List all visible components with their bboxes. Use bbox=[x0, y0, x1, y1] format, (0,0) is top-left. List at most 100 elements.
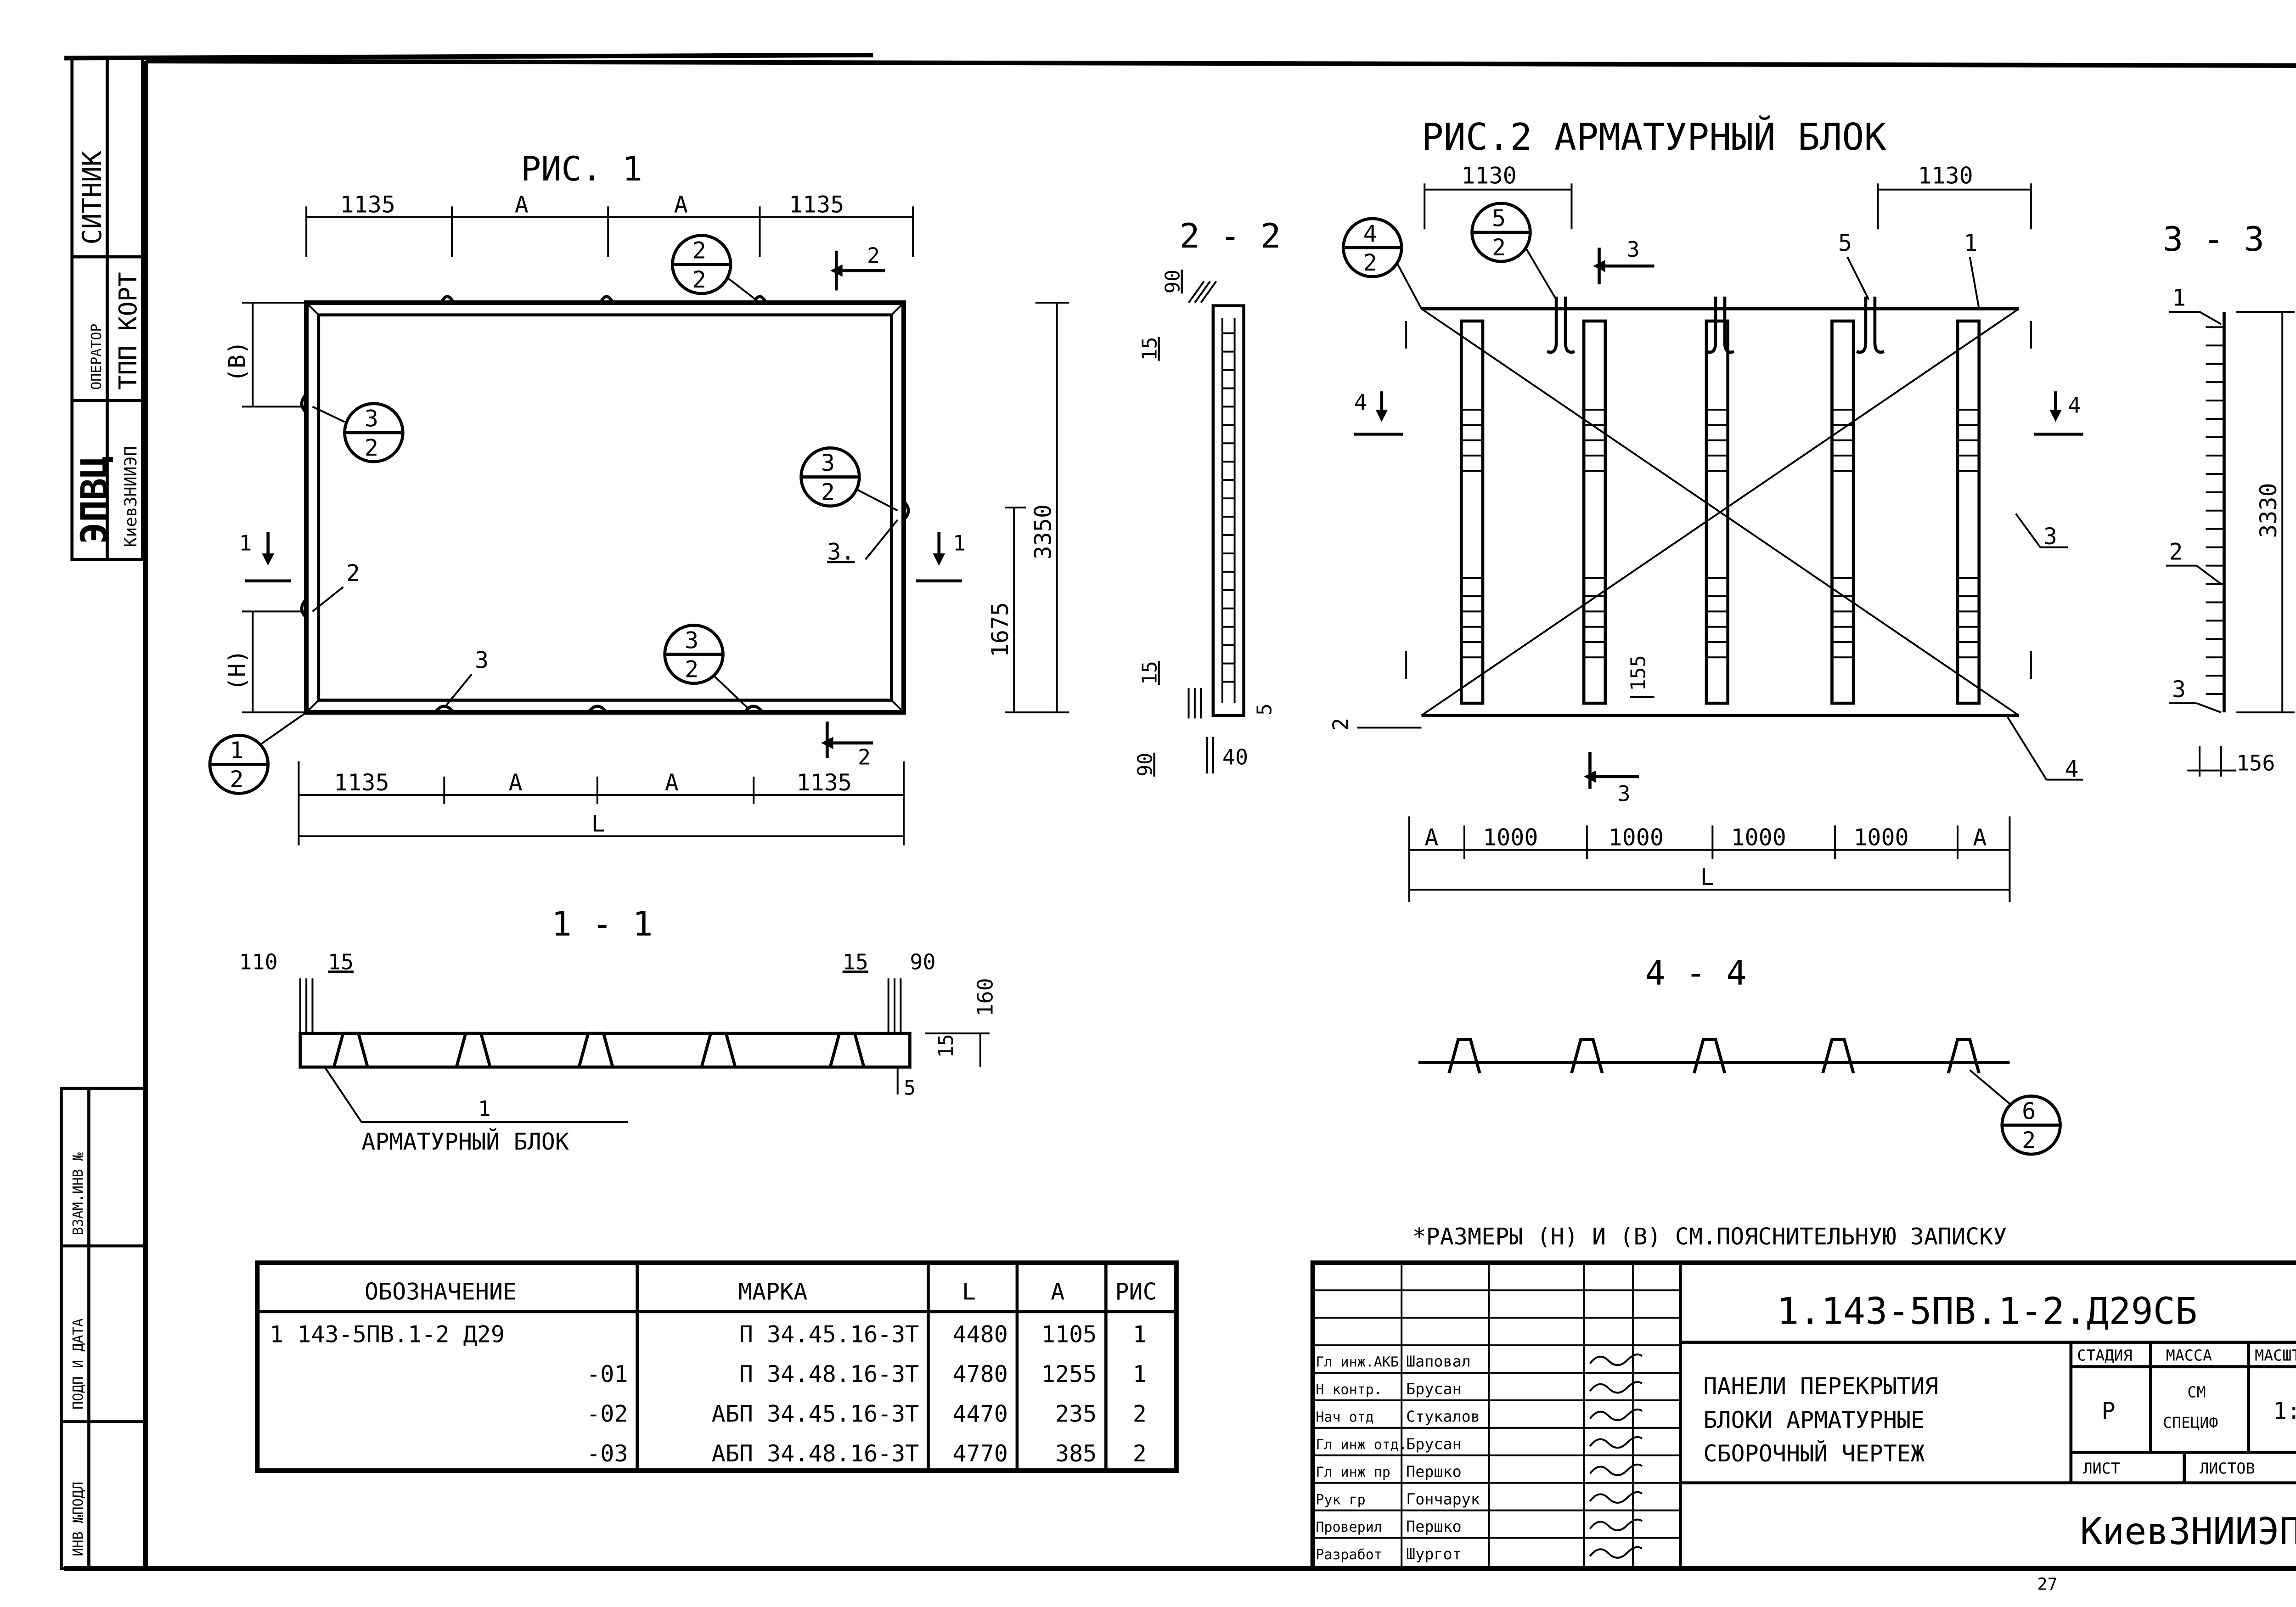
spec-cell-r3-c4: 2 bbox=[1133, 1440, 1147, 1467]
spec-cell-r3-c0: -03 bbox=[586, 1440, 628, 1467]
fig1-callout-3-2-right: 3 2 bbox=[799, 446, 898, 512]
stamp-podp-data: ПОДП И ДАТА bbox=[70, 1319, 86, 1410]
section-2-2: 2 - 2 90 15 15 90 5 40 bbox=[1134, 217, 1281, 777]
svg-text:3: 3 bbox=[365, 406, 378, 432]
fig1-right-dim-1675: 1675 bbox=[987, 602, 1013, 657]
stamp-sitnik: СИТНИК bbox=[77, 151, 107, 244]
spec-header-mark: МАРКА bbox=[738, 1278, 808, 1305]
fig2-bottom-dim-1000b: 1000 bbox=[1609, 824, 1664, 851]
sect11-dim-15b: 15 bbox=[843, 950, 868, 975]
svg-text:2: 2 bbox=[2022, 1127, 2036, 1154]
svg-text:2: 2 bbox=[692, 237, 706, 264]
svg-text:2: 2 bbox=[1492, 234, 1506, 261]
sect22-dim-15a: 15 bbox=[1138, 337, 1161, 361]
spec-header-designation: ОБОЗНАЧЕНИЕ bbox=[365, 1278, 517, 1305]
fig1-bottom-dim-2: А bbox=[508, 769, 522, 796]
signature-scribble bbox=[1589, 1491, 1643, 1504]
sect44-callout-6-2: 6 2 bbox=[1969, 1069, 2062, 1156]
spec-header-fig: РИС bbox=[1115, 1278, 1156, 1305]
signature-role: Гл инж.АКБ bbox=[1316, 1354, 1399, 1370]
svg-text:2: 2 bbox=[365, 434, 378, 461]
fig2-callout-5-2: 5 2 bbox=[1470, 202, 1557, 300]
signature-scribble bbox=[1589, 1381, 1643, 1394]
sect22-dim-90b: 90 bbox=[1134, 753, 1157, 777]
fig2-label-1: 1 bbox=[1964, 230, 1977, 256]
sect11-dim-15a: 15 bbox=[328, 950, 354, 975]
signature-scribble bbox=[1589, 1463, 1643, 1477]
signature-role: Гл инж отд. bbox=[1316, 1437, 1407, 1453]
fig1: РИС. 1 1135 А А 1135 3350 1675 bbox=[208, 150, 1069, 846]
fig1-overall-dim: L bbox=[591, 811, 605, 837]
fig1-sect-mark-2-bottom: 2 bbox=[858, 745, 871, 770]
page-number: 27 bbox=[2037, 1574, 2058, 1594]
fig1-callout-2-2: 2 2 bbox=[671, 234, 760, 304]
fig2-label-155: 155 bbox=[1627, 655, 1650, 691]
signature-name: Брусан bbox=[1406, 1435, 1461, 1453]
svg-text:5: 5 bbox=[1492, 205, 1506, 232]
doc-title-line-3: СБОРОЧНЫЙ ЧЕРТЕЖ bbox=[1703, 1440, 1925, 1467]
fig2-bottom-dim-1000a: 1000 bbox=[1483, 824, 1538, 851]
signature-role: Нач отд bbox=[1316, 1410, 1373, 1426]
sect11-dim-90: 90 bbox=[910, 950, 935, 975]
fig1-label-3: 3 bbox=[475, 647, 489, 674]
fig2-sect-mark-4-right: 4 bbox=[2068, 394, 2081, 418]
signature-scribble bbox=[1589, 1546, 1643, 1559]
sheets-label: ЛИСТОВ bbox=[2200, 1460, 2255, 1477]
spec-cell-r3-c1: АБП 34.48.16-3Т bbox=[712, 1440, 919, 1467]
fig1-callout-3-2-bottom: 3 2 bbox=[663, 624, 748, 709]
stage-value: Р bbox=[2102, 1398, 2116, 1424]
signature-name: Шургот bbox=[1406, 1545, 1461, 1563]
signature-role: Разработ bbox=[1316, 1547, 1382, 1563]
stamp-tpp-kort: ТПП КОРТ bbox=[114, 272, 142, 389]
fig1-callout-3-2-left: 3 2 bbox=[312, 402, 405, 463]
fig1-left-dim-h: (Н) bbox=[224, 649, 251, 691]
section-2-2-title: 2 - 2 bbox=[1180, 217, 1281, 256]
section-4-4-title: 4 - 4 bbox=[1645, 954, 1747, 993]
side-stamp-top: СИТНИК ОПЕРАТОР ТПП КОРТ ЭПВЦ КиевЗНИИЭП bbox=[70, 56, 144, 561]
sect11-dim-15c: 15 bbox=[935, 1034, 958, 1058]
svg-text:2: 2 bbox=[685, 656, 698, 683]
svg-text:3: 3 bbox=[821, 450, 835, 476]
fig1-callout-1-2: 1 2 bbox=[208, 711, 307, 795]
section-4-4: 4 - 4 6 2 bbox=[1418, 954, 2062, 1156]
stamp-inv-podl: ИНВ №ПОДЛ bbox=[70, 1482, 86, 1556]
spec-header-a: А bbox=[1051, 1278, 1064, 1305]
doc-title-line-1: ПАНЕЛИ ПЕРЕКРЫТИЯ bbox=[1703, 1373, 1938, 1400]
signature-scribble bbox=[1589, 1436, 1643, 1449]
sect33-label-3: 3 bbox=[2172, 676, 2186, 703]
fig2-bottom-dim-a2: А bbox=[1973, 824, 1986, 851]
sect11-dim-160: 160 bbox=[973, 978, 998, 1016]
fig1-label-3dot: 3. bbox=[827, 538, 855, 565]
fig1-bottom-dim-3: А bbox=[665, 769, 679, 796]
sect33-dim-156: 156 bbox=[2236, 751, 2275, 776]
side-stamp-bottom: ВЗАМ.ИНВ № ПОДП И ДАТА ИНВ №ПОДЛ bbox=[60, 1087, 147, 1570]
spec-cell-r2-c4: 2 bbox=[1133, 1401, 1147, 1427]
fig1-sect-mark-2-top: 2 bbox=[867, 244, 880, 269]
spec-cell-r3-c3: 385 bbox=[1055, 1440, 1097, 1467]
spec-cell-r1-c2: 4780 bbox=[952, 1361, 1007, 1387]
spec-cell-r1-c4: 1 bbox=[1133, 1361, 1147, 1387]
doc-code: 1.143-5ПВ.1-2.Д29СБ bbox=[1777, 1290, 2197, 1333]
spec-header-l: L bbox=[962, 1278, 976, 1305]
fig2-overall-dim: L bbox=[1700, 864, 1714, 891]
sect11-caption: АРМАТУРНЫЙ БЛОК bbox=[361, 1128, 569, 1155]
fig2-callout-4-2: 4 2 bbox=[1342, 217, 1423, 310]
fig1-top-dim-4: 1135 bbox=[789, 192, 844, 218]
stamp-epvc: ЭПВЦ bbox=[73, 456, 116, 544]
spec-cell-r3-c2: 4770 bbox=[952, 1440, 1007, 1467]
spec-cell-r2-c2: 4470 bbox=[952, 1401, 1007, 1427]
spec-cell-r1-c3: 1255 bbox=[1041, 1361, 1097, 1387]
scale-value: 1:50 bbox=[2273, 1398, 2296, 1424]
fig2-sect-mark-4-left: 4 bbox=[1354, 390, 1367, 415]
spec-cell-r1-c1: П 34.48.16-3Т bbox=[739, 1361, 919, 1387]
stamp-kievzniiep: КиевЗНИИЭП bbox=[121, 446, 141, 547]
signature-role: Рук гр bbox=[1316, 1492, 1365, 1508]
sect11-dim-110: 110 bbox=[239, 950, 277, 975]
fig1-left-dim-b: (В) bbox=[224, 341, 251, 382]
